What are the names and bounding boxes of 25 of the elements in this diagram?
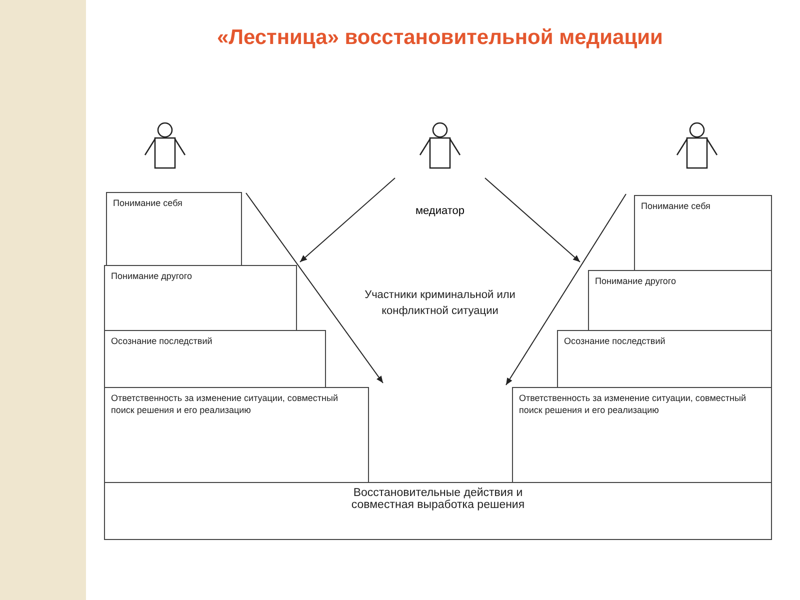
step-text: Понимание себя xyxy=(641,200,710,212)
step-box xyxy=(634,195,772,271)
step-box xyxy=(588,270,772,331)
step-box xyxy=(104,387,369,483)
step-text: Ответственность за изменение ситуации, совместный поиск решения и его реализацию xyxy=(519,392,747,416)
step-text: Осознание последствий xyxy=(564,335,666,347)
role-label: медиатор xyxy=(414,205,466,217)
step-text: Понимание себя xyxy=(113,197,182,209)
step-box xyxy=(104,330,326,388)
step-text: Восстановительные действия и совместная выработка решения xyxy=(350,487,526,511)
step-box xyxy=(104,265,297,331)
base-step-box xyxy=(104,482,772,540)
arrow xyxy=(506,194,626,386)
step-box xyxy=(106,192,242,266)
arrow xyxy=(246,192,384,384)
step-text: Понимание другого xyxy=(595,275,676,287)
group-label: Участники криминальной или конфликтной ситуации xyxy=(364,288,516,319)
step-text: Ответственность за изменение ситуации, совместный поиск решения и его реализацию xyxy=(111,392,339,416)
step-box xyxy=(557,330,772,388)
arrow xyxy=(484,178,580,262)
title: «Лестница» восстановительной медиации xyxy=(216,26,664,50)
step-text: Понимание другого xyxy=(111,270,192,282)
step-text: Осознание последствий xyxy=(111,335,212,347)
arrow xyxy=(300,178,396,262)
step-box xyxy=(512,387,772,483)
